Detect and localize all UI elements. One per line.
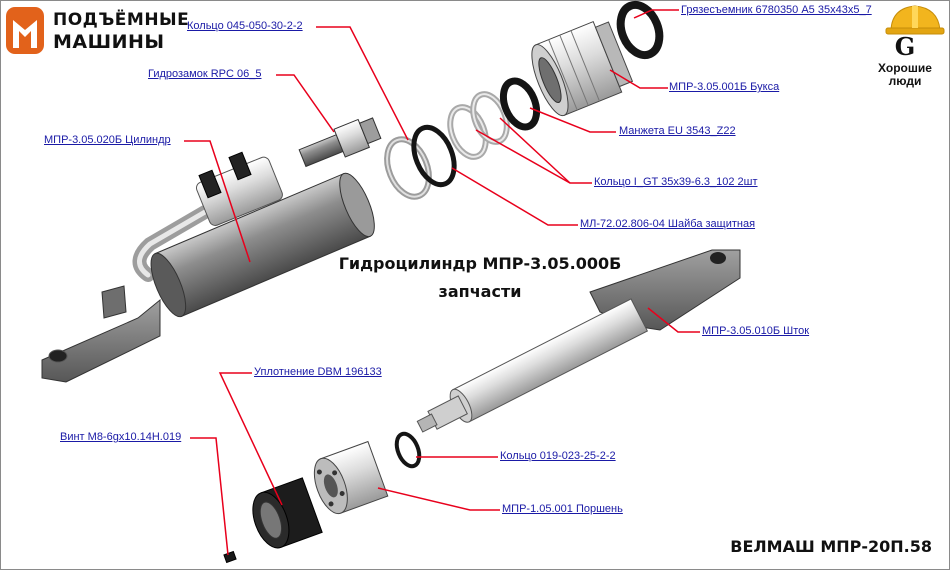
link-ring-045[interactable]: Кольцо 045-050-30-2-2: [187, 20, 303, 32]
leader-washer: [451, 167, 578, 226]
leader-ring-045: [316, 26, 409, 141]
fitting-2: [228, 151, 252, 181]
link-lock-valve[interactable]: Гидрозамок RPC 06_5: [148, 68, 262, 80]
link-cuff[interactable]: Манжета EU 3543_Z22: [619, 125, 736, 137]
cylinder-end: [339, 172, 375, 238]
bushing-part: [531, 21, 634, 117]
leader-lines: [184, 9, 700, 556]
cylinder-mount-plate: [41, 298, 161, 383]
cylinder-mount-ear: [101, 285, 127, 319]
leader-rod: [647, 307, 700, 333]
link-screw[interactable]: Винт М8-6gх10.14Н.019: [60, 431, 182, 443]
leader-cuff: [529, 107, 616, 133]
leader-seal-dbm: [218, 372, 283, 506]
link-seal-dbm[interactable]: Уплотнение DBM 196133: [254, 366, 382, 378]
seal-dbm-part: [252, 477, 323, 549]
leader-screw: [190, 437, 229, 556]
mount-hole: [48, 349, 68, 363]
leader-ring-gt-2: [499, 117, 571, 184]
title-line-2: запчасти: [438, 282, 522, 301]
link-washer[interactable]: МЛ-72.02.806-04 Шайба защитная: [580, 218, 756, 230]
leader-bushing: [609, 69, 668, 89]
rod-assembly: [416, 249, 741, 433]
valve-block: [195, 156, 283, 226]
leader-piston: [377, 487, 500, 511]
link-ring-gt[interactable]: Кольцо I_GT 35х39-6.3_102 2шт: [594, 176, 758, 188]
link-piston[interactable]: МПР-1.05.001 Поршень: [502, 503, 623, 515]
logo-line-2: МАШИНЫ: [53, 31, 165, 53]
wiper-part: [616, 0, 664, 60]
link-cylinder[interactable]: МПР-3.05.020Б Цилиндр: [44, 134, 171, 146]
brand-letter: G: [894, 32, 916, 61]
ring-019-part: [394, 431, 422, 469]
leader-wiper: [633, 9, 679, 19]
lock-valve-part: [298, 117, 382, 168]
fitting-1: [198, 169, 222, 199]
screw-part: [223, 550, 237, 564]
link-wiper[interactable]: Грязесъемник 6780350 A5 35х43х5_7: [681, 4, 872, 16]
cylinder-assembly: [41, 151, 375, 383]
link-ring-019[interactable]: Кольцо 019-023-25-2-2: [500, 450, 616, 462]
leader-cylinder: [184, 140, 251, 263]
link-rod[interactable]: МПР-3.05.010Б Шток: [702, 325, 810, 337]
brand-line-2: люди: [888, 74, 922, 88]
leader-ring-gt-1: [475, 129, 592, 184]
brand-line-1: Хорошие: [878, 61, 932, 75]
cuff-part: [499, 77, 541, 131]
link-bushing[interactable]: МПР-3.05.001Б Букса: [669, 81, 780, 93]
leader-lock-valve: [276, 74, 335, 133]
title-line-1: Гидроцилиндр МПР-3.05.000Б: [338, 254, 622, 273]
logo-mark: [6, 7, 44, 54]
company-logo[interactable]: ПОДЪЁМНЫЕ МАШИНЫ: [3, 4, 189, 60]
logo-line-1: ПОДЪЁМНЫЕ: [53, 10, 190, 30]
rod-shaft: [452, 298, 649, 423]
piston-part: [313, 440, 389, 515]
diagram-title: Гидроцилиндр МПР-3.05.000Б запчасти: [300, 252, 660, 304]
washer-part: [411, 124, 457, 188]
hard-hat-icon: [885, 5, 945, 35]
model-caption: ВЕЛМАШ МПР-20П.58: [730, 537, 932, 556]
rod-eye-hole: [710, 252, 726, 264]
